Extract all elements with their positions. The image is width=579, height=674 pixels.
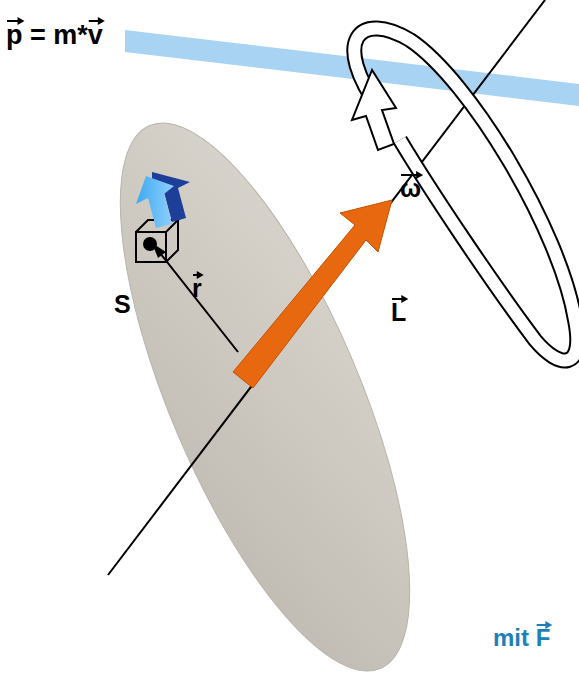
- momentum-arrow: [136, 172, 190, 228]
- position-vector: [152, 243, 238, 352]
- rotation-arrow: [352, 28, 577, 360]
- vector-label: r: [192, 276, 202, 301]
- angular-momentum-arrow: [233, 200, 392, 388]
- rotation-axis: [108, 0, 545, 575]
- centre-label: S: [114, 292, 131, 317]
- vector-label: ω: [400, 176, 421, 201]
- momentum-formula: p = m*v: [6, 22, 103, 49]
- rotating-disk: [62, 88, 467, 674]
- vector-label: L: [391, 300, 406, 325]
- force-note: mit F: [493, 626, 550, 650]
